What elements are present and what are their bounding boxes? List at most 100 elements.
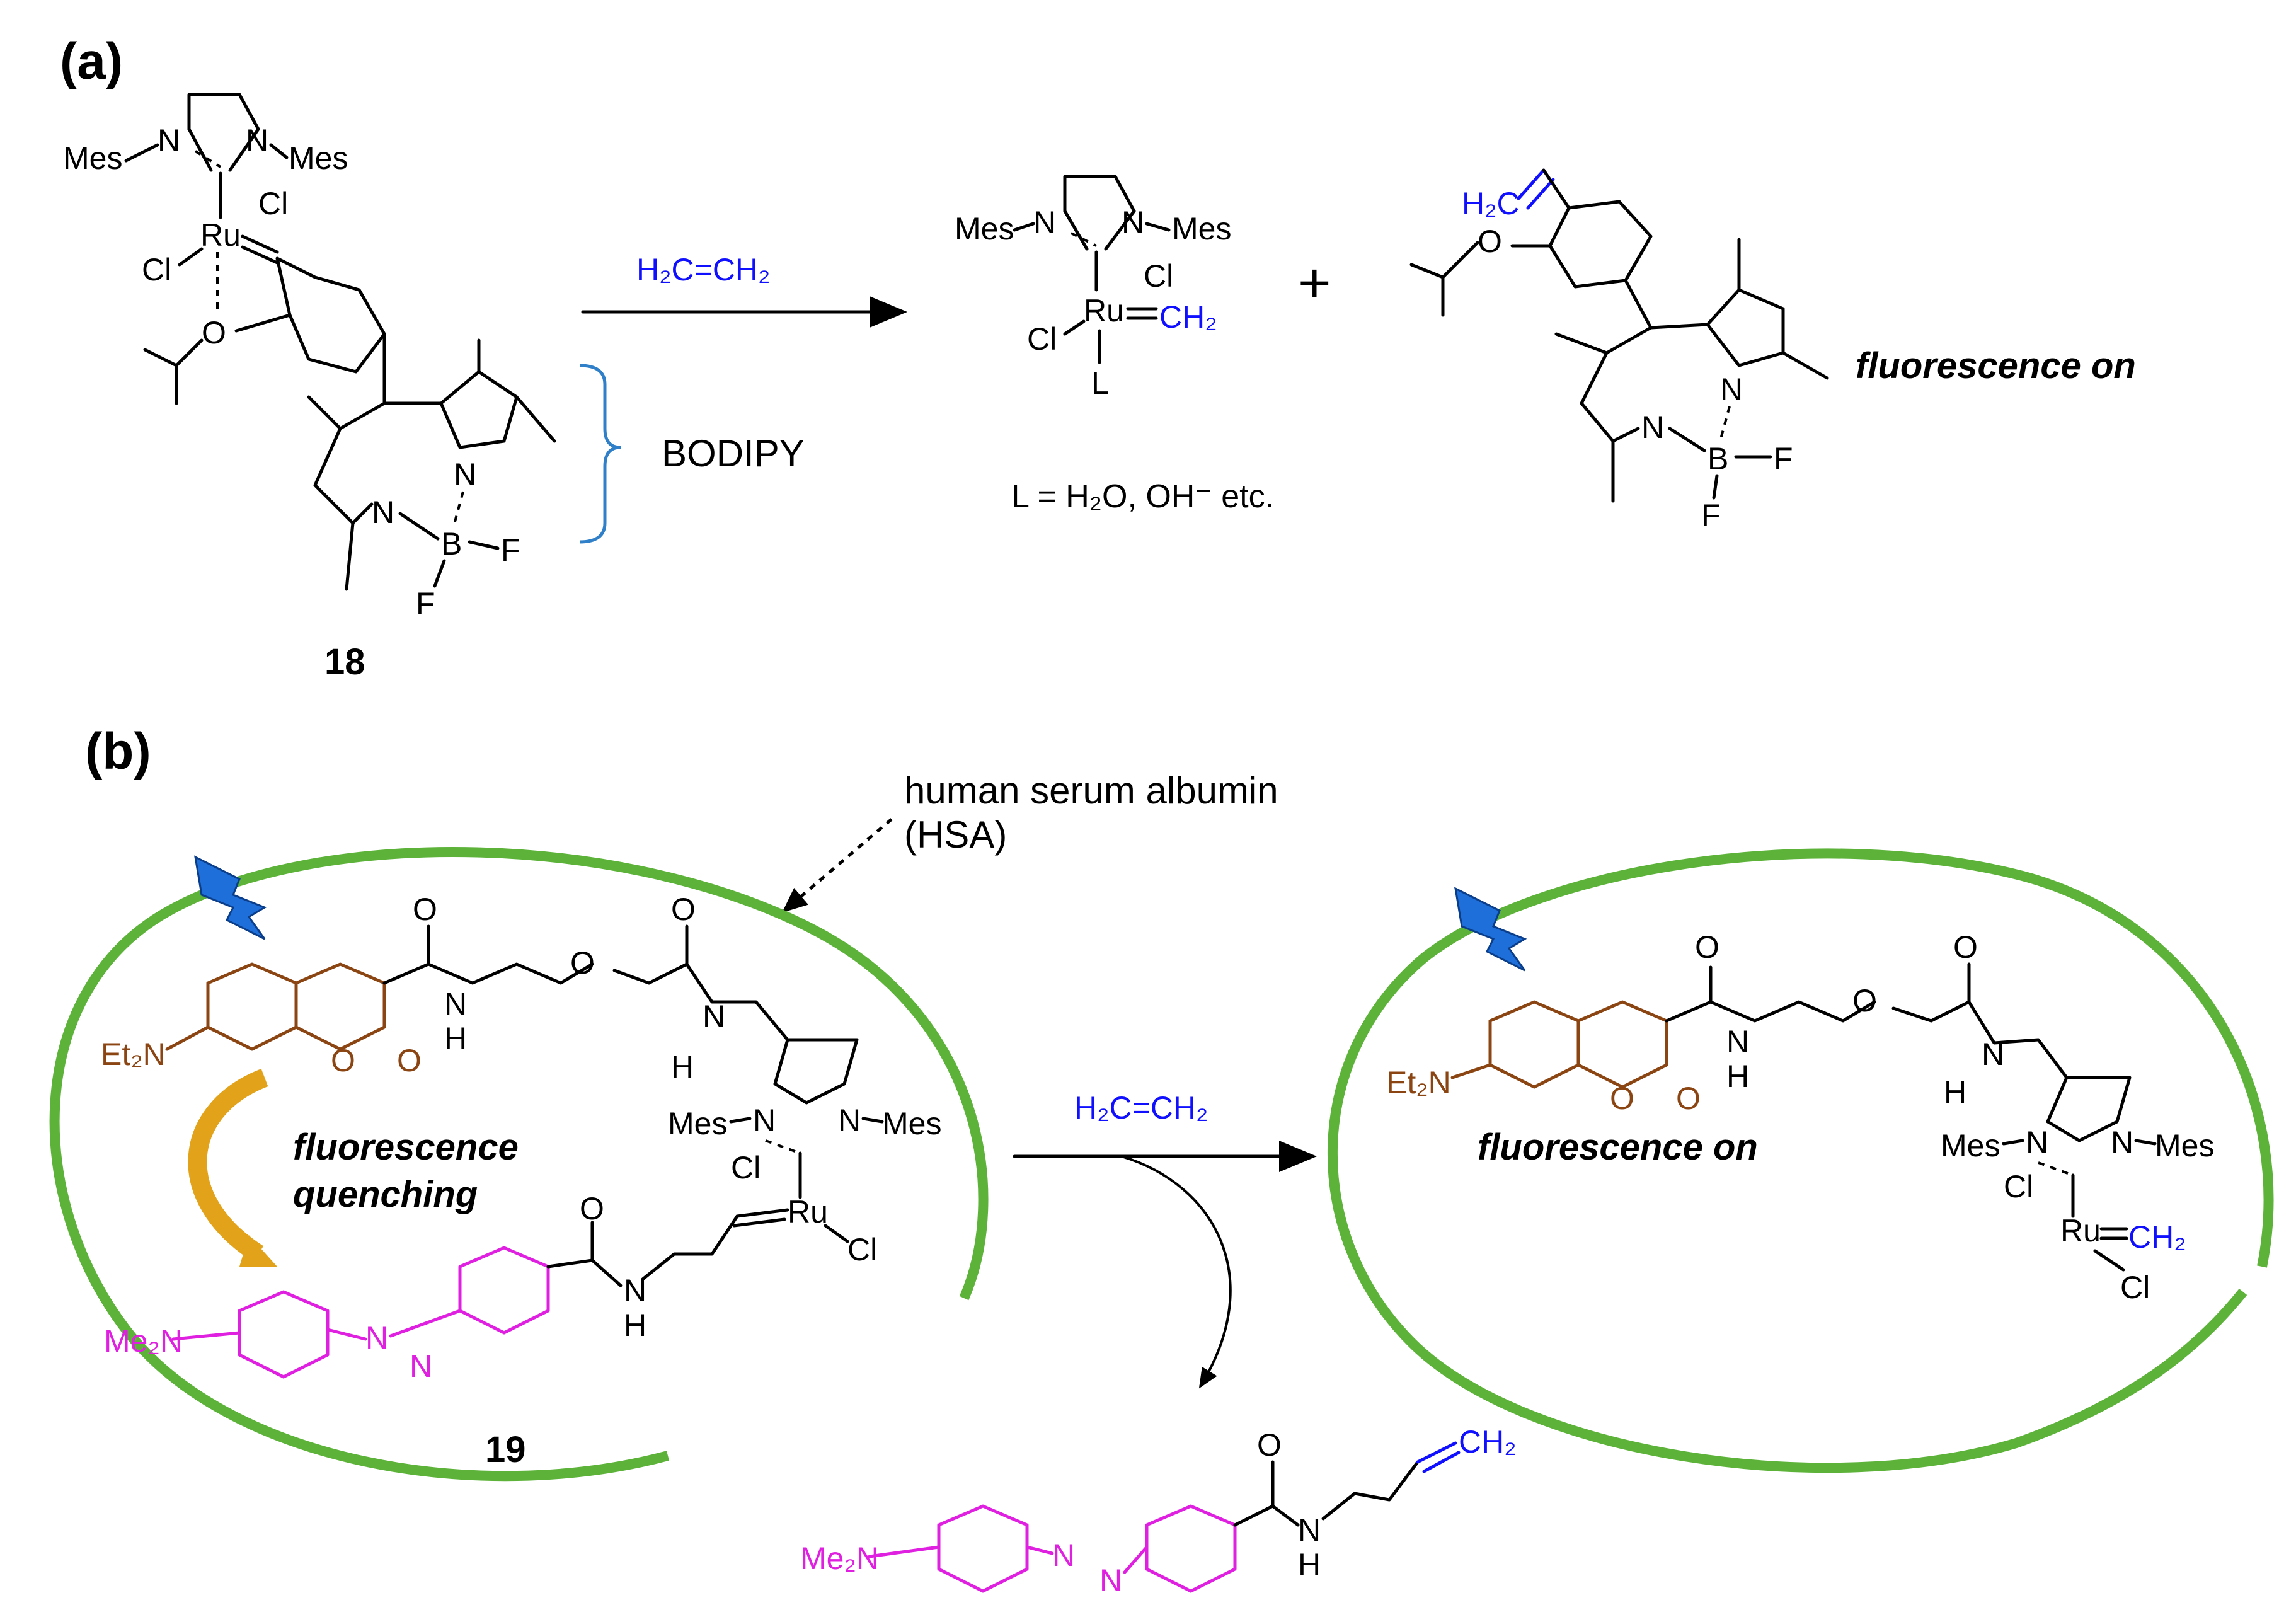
atom-cl: Cl — [1027, 321, 1057, 357]
hsa-pointer-arrow — [782, 818, 893, 913]
atom-f: F — [1701, 498, 1721, 533]
atom-n: N — [2026, 1125, 2048, 1160]
panel-label-b: (b) — [85, 723, 151, 780]
energy-transfer-arrow — [188, 1069, 268, 1262]
hsa-protein-outline-left — [49, 847, 989, 1482]
atom-cl: Cl — [847, 1232, 877, 1267]
bodipy-label: BODIPY — [662, 432, 805, 475]
atom-n: N — [372, 495, 394, 530]
hsa-protein-outline-right — [1328, 848, 2274, 1473]
atom-n: N — [1982, 1037, 2004, 1072]
atom-ru: Ru — [2060, 1213, 2101, 1248]
atom-mes: Mes — [63, 141, 122, 176]
compound-19-structure: Et₂N O O O N H O O N H N N Mes Mes Cl Ru… — [101, 892, 941, 1384]
hsa-label-line1: human serum albumin — [904, 769, 1278, 812]
atom-o: O — [1852, 983, 1877, 1018]
lightning-excitation-icon — [1454, 887, 1527, 972]
atom-cl: Cl — [1144, 258, 1173, 294]
atom-l: L — [1091, 365, 1109, 401]
quench-label-line1: fluorescence — [293, 1127, 519, 1168]
atom-o: O — [580, 1191, 604, 1226]
atom-me2n: Me₂N — [104, 1323, 183, 1359]
fluorescence-on-label-b: fluorescence on — [1478, 1127, 1758, 1168]
atom-cl: Cl — [2004, 1169, 2033, 1204]
atom-n: N — [1641, 410, 1664, 445]
compound-label-18: 18 — [324, 642, 365, 682]
atom-mes: Mes — [289, 141, 348, 176]
atom-o: O — [570, 945, 595, 981]
plus-sign: + — [1298, 252, 1331, 315]
hsa-label-line2: (HSA) — [904, 814, 1007, 856]
atom-n: N — [1033, 205, 1056, 240]
atom-o: O — [413, 892, 437, 927]
atom-mes: Mes — [882, 1106, 941, 1141]
bodipy-brace — [579, 364, 621, 544]
atom-n: N — [838, 1103, 861, 1138]
reagent-ethylene-a: H₂C=CH₂ — [636, 252, 770, 287]
quench-label-line2: quenching — [293, 1174, 478, 1215]
atom-h: H — [444, 1021, 467, 1056]
atom-f: F — [1774, 441, 1793, 476]
atom-n: N — [246, 123, 268, 158]
atom-cl: Cl — [2120, 1270, 2150, 1305]
atom-ru: Ru — [1084, 293, 1124, 328]
atom-ch2: CH₂ — [1159, 299, 1217, 335]
atom-ch2: CH₂ — [1459, 1424, 1517, 1459]
atom-n: N — [1052, 1538, 1075, 1573]
atom-h: H — [1726, 1059, 1749, 1094]
atom-n: N — [444, 986, 467, 1021]
atom-mes: Mes — [668, 1106, 727, 1141]
atom-mes: Mes — [1941, 1128, 2000, 1163]
atom-n: N — [365, 1320, 388, 1355]
atom-ru: Ru — [788, 1194, 828, 1229]
atom-n: N — [624, 1273, 646, 1308]
atom-n: N — [1099, 1563, 1122, 1598]
lightning-excitation-icon — [194, 855, 267, 940]
compound-label-19: 19 — [485, 1429, 526, 1470]
atom-h: H — [1298, 1547, 1321, 1582]
atom-f: F — [501, 532, 520, 568]
atom-et2n: Et₂N — [101, 1037, 166, 1072]
atom-mes: Mes — [955, 211, 1014, 246]
released-azobenzene-alkene: Me₂N N N O N H CH₂ — [800, 1424, 1517, 1598]
reagent-ethylene-b: H₂C=CH₂ — [1074, 1090, 1208, 1125]
released-bodipy-product: H₂C O N N B F F — [1409, 168, 1829, 533]
atom-b: B — [441, 526, 462, 561]
tethered-ru-methylidene: Et₂N O O O N H O O N H N N Mes Mes Cl Ru… — [1386, 929, 2214, 1305]
atom-n: N — [753, 1103, 776, 1138]
atom-ch2: CH₂ — [2128, 1219, 2186, 1255]
atom-o: O — [397, 1043, 422, 1078]
atom-cl: Cl — [258, 186, 288, 221]
fluorescence-on-label-a: fluorescence on — [1856, 345, 2136, 386]
atom-cl: Cl — [731, 1150, 761, 1185]
atom-n: N — [1720, 372, 1743, 407]
atom-o: O — [671, 892, 696, 927]
atom-f: F — [416, 586, 435, 621]
atom-o: O — [1257, 1427, 1282, 1463]
atom-b: B — [1708, 441, 1728, 476]
atom-o: O — [331, 1043, 355, 1078]
atom-n: N — [454, 457, 476, 492]
atom-me2n: Me₂N — [800, 1541, 879, 1576]
atom-n: N — [1298, 1512, 1321, 1548]
atom-h: H — [624, 1308, 646, 1343]
compound-18-structure: N N Mes Mes Ru Cl Cl O N N B F — [63, 93, 556, 621]
energy-transfer-arrowhead — [239, 1235, 277, 1267]
atom-h: H — [1944, 1074, 1966, 1110]
atom-n: N — [410, 1349, 432, 1384]
atom-o: O — [1695, 929, 1719, 965]
atom-o: O — [1676, 1081, 1701, 1116]
atom-h2c: H₂C — [1462, 186, 1520, 221]
atom-n: N — [158, 123, 180, 158]
atom-o: O — [202, 315, 226, 350]
panel-label-a: (a) — [60, 33, 123, 90]
atom-ru: Ru — [200, 217, 241, 253]
atom-mes: Mes — [1172, 211, 1231, 246]
atom-n: N — [703, 999, 725, 1034]
atom-o: O — [1953, 929, 1978, 965]
atom-et2n: Et₂N — [1386, 1065, 1451, 1100]
atom-n: N — [1122, 205, 1144, 240]
atom-o: O — [1478, 224, 1502, 259]
atom-n: N — [2111, 1125, 2133, 1160]
